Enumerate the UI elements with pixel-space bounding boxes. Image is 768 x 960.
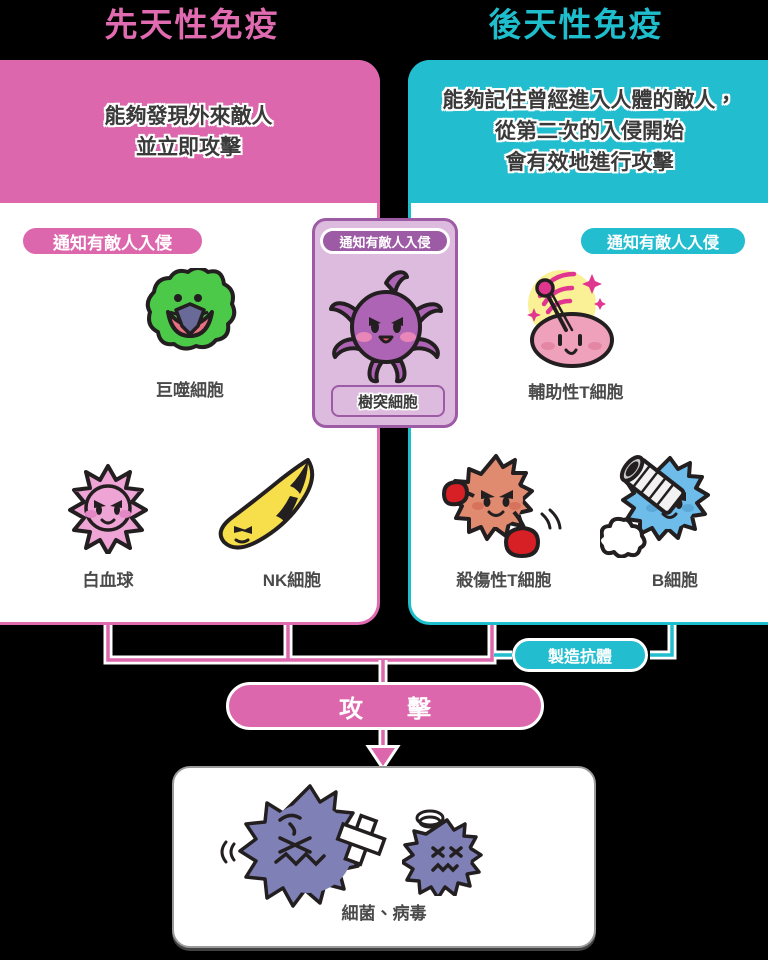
nk-cell-icon bbox=[218, 458, 315, 550]
adaptive-description-line-3: 會有效地進行攻擊 bbox=[505, 151, 674, 174]
attack-badge: 攻 擊 bbox=[226, 682, 544, 730]
adaptive-immunity-title: 後天性免疫 bbox=[488, 6, 664, 43]
antibody-badge: 製造抗體 bbox=[512, 638, 648, 672]
innate-immunity-title: 先天性免疫 bbox=[104, 6, 280, 43]
virus-icon bbox=[402, 809, 483, 896]
innate-description-line-1: 能夠發現外來敵人 bbox=[104, 104, 273, 128]
killer-t-cell-icon bbox=[442, 454, 562, 558]
white-blood-cell-icon bbox=[68, 464, 148, 554]
helper-t-cell-label: 輔助性T細胞 bbox=[528, 383, 624, 402]
white-blood-cell-label: 白血球 bbox=[82, 571, 134, 590]
nk-cell-label: NK細胞 bbox=[262, 571, 322, 590]
macrophage-label: 巨噬細胞 bbox=[156, 381, 224, 400]
b-cell-label: B細胞 bbox=[651, 571, 699, 590]
helper-t-cell-icon bbox=[527, 270, 614, 368]
dendritic-cell-icon bbox=[329, 270, 443, 384]
innate-description-line-2: 並立即攻擊 bbox=[136, 135, 241, 159]
dendritic-cell-label: 樹突細胞 bbox=[331, 385, 445, 417]
adaptive-notify-badge: 通知有敵人入侵 bbox=[578, 225, 748, 257]
macrophage-icon bbox=[145, 268, 237, 351]
bacteria-icon bbox=[220, 784, 387, 908]
b-cell-icon bbox=[600, 455, 710, 558]
adaptive-panel-header: 能夠記住曾經進入人體的敵人， 從第二次的入侵開始 會有效地進行攻擊 bbox=[408, 60, 768, 203]
dendritic-notify-badge: 通知有敵人入侵 bbox=[320, 228, 450, 254]
adaptive-description-line-1: 能夠記住曾經進入人體的敵人， bbox=[442, 89, 737, 112]
innate-notify-badge: 通知有敵人入侵 bbox=[20, 225, 205, 257]
adaptive-description-line-2: 從第二次的入侵開始 bbox=[495, 120, 684, 143]
pathogen-card: 細菌、病毒 bbox=[172, 766, 596, 948]
killer-t-cell-label: 殺傷性T細胞 bbox=[456, 571, 552, 590]
pathogen-label: 細菌、病毒 bbox=[341, 904, 427, 923]
innate-panel-header: 能夠發現外來敵人 並立即攻擊 bbox=[0, 60, 380, 203]
